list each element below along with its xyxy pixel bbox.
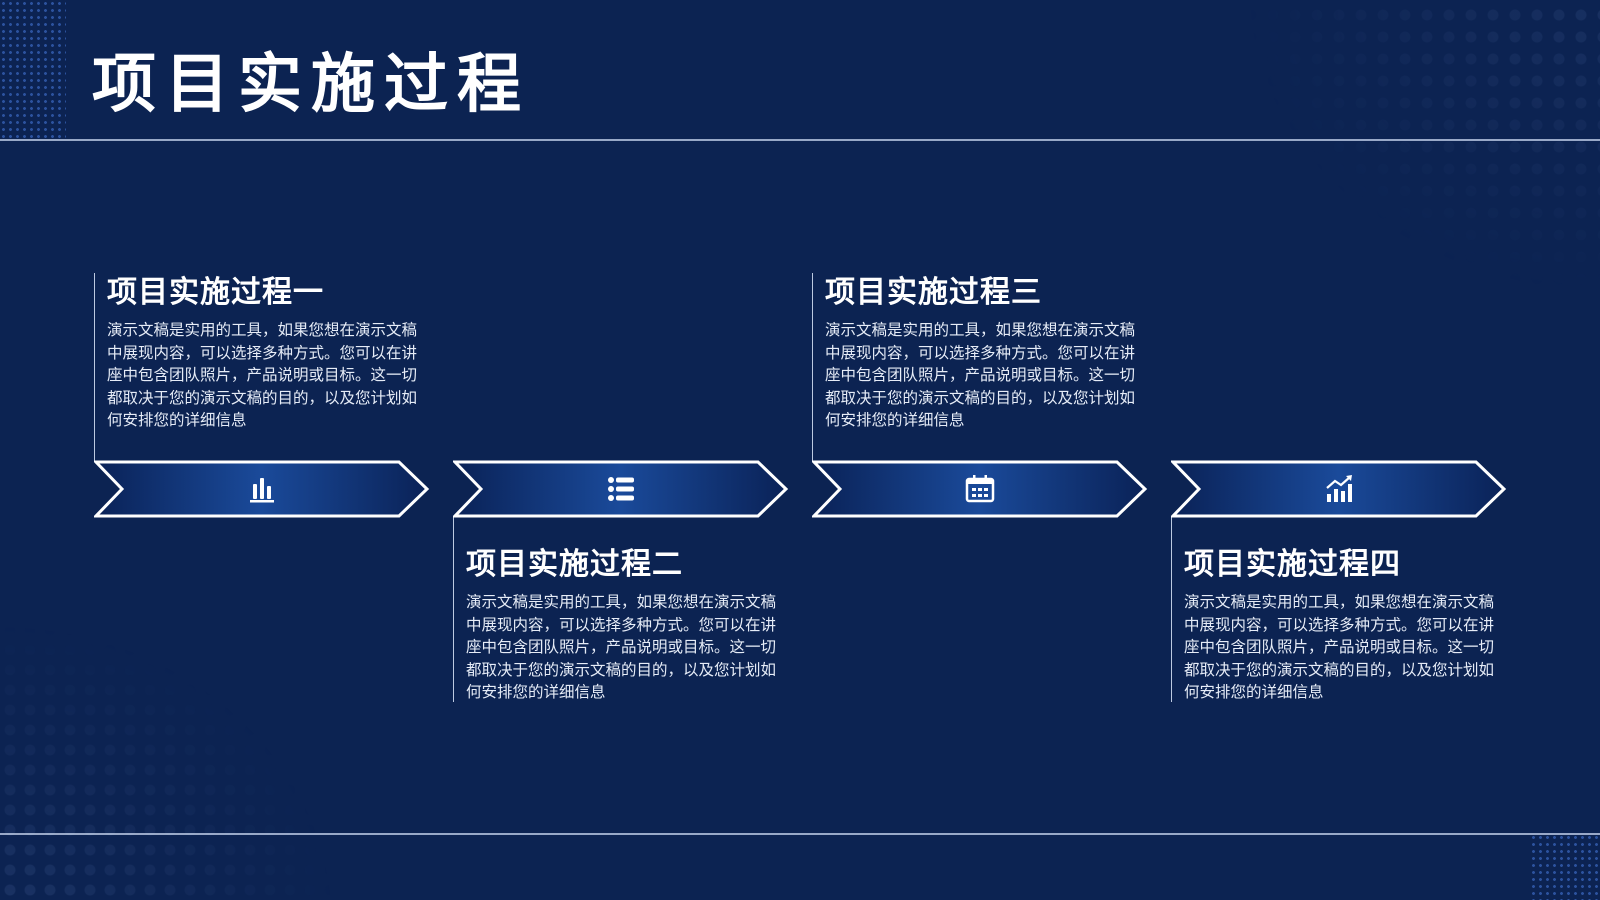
step-1-chevron	[94, 460, 430, 518]
step-2-title: 项目实施过程二	[466, 547, 683, 582]
step-3-chevron	[812, 460, 1148, 518]
step-2-description: 演示文稿是实用的工具，如果您想在演示文稿中展现内容，可以选择多种方式。您可以在讲…	[466, 593, 777, 702]
step-1-text: 项目实施过程一 演示文稿是实用的工具，如果您想在演示文稿中展现内容，可以选择多种…	[94, 273, 434, 461]
list-icon	[608, 477, 634, 501]
step-3-title: 项目实施过程三	[825, 275, 1042, 310]
decorative-dots-bottom-right	[1530, 834, 1600, 900]
footer-divider	[0, 833, 1600, 835]
step-4-title: 项目实施过程四	[1184, 547, 1401, 582]
step-4-text: 项目实施过程四 演示文稿是实用的工具，如果您想在演示文稿中展现内容，可以选择多种…	[1171, 516, 1511, 702]
bar-chart-icon	[250, 478, 274, 503]
decorative-halftone-top-right	[1240, 0, 1600, 300]
chevron-shape	[1171, 460, 1507, 518]
growth-chart-icon	[1326, 475, 1352, 502]
step-2-text: 项目实施过程二 演示文稿是实用的工具，如果您想在演示文稿中展现内容，可以选择多种…	[453, 516, 793, 702]
calendar-icon	[965, 475, 995, 503]
step-1-title: 项目实施过程一	[107, 275, 324, 310]
step-1-description: 演示文稿是实用的工具，如果您想在演示文稿中展现内容，可以选择多种方式。您可以在讲…	[107, 321, 418, 430]
page-title: 项目实施过程	[92, 48, 530, 122]
step-4-chevron	[1171, 460, 1507, 518]
step-4-description: 演示文稿是实用的工具，如果您想在演示文稿中展现内容，可以选择多种方式。您可以在讲…	[1184, 593, 1495, 702]
header-divider	[0, 139, 1600, 141]
decorative-dots-top-left	[0, 0, 66, 138]
step-3-text: 项目实施过程三 演示文稿是实用的工具，如果您想在演示文稿中展现内容，可以选择多种…	[812, 273, 1152, 461]
step-2-chevron	[453, 460, 789, 518]
step-3-description: 演示文稿是实用的工具，如果您想在演示文稿中展现内容，可以选择多种方式。您可以在讲…	[825, 321, 1136, 430]
decorative-halftone-bottom-left	[0, 620, 340, 900]
